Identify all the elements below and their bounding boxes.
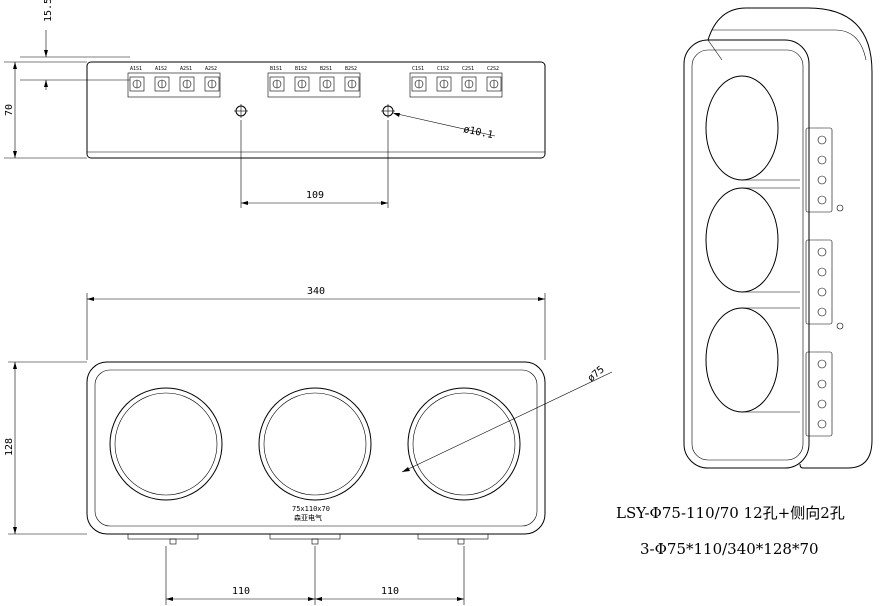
top-view: A1S1 A1S2 A2S1 A2S2 B1S1 B1S2 B2S1 B2S2 C1S1 C1S2… — [4, 0, 546, 208]
dim-overall-height: 128 — [4, 438, 15, 456]
window-right — [407, 387, 521, 501]
isometric-view — [683, 7, 873, 469]
nameplate-size: 75x110x70 — [292, 505, 330, 513]
front-view: 75x110x70 森亚电气 340 128 ø75 110 110 — [4, 286, 613, 605]
terminal-label: A1S1 — [130, 66, 142, 72]
terminal-label: C2S1 — [462, 66, 474, 72]
dim-overall-width: 340 — [307, 286, 325, 297]
window-left — [109, 387, 223, 501]
terminal-label: C1S1 — [412, 66, 424, 72]
terminal-screw — [179, 76, 195, 92]
dim-pitch-right: 110 — [381, 586, 399, 597]
terminal-screw — [411, 76, 427, 92]
caption-spec: 3-Φ75*110/340*128*70 — [640, 540, 819, 558]
terminal-block-c: C1S1 C1S2 C2S1 C2S2 — [409, 66, 503, 98]
terminal-block-b: B1S1 B1S2 B2S1 B2S2 — [267, 66, 361, 98]
terminal-label: C1S2 — [437, 66, 449, 72]
terminal-label: B2S1 — [320, 66, 332, 72]
terminal-screw — [269, 76, 285, 92]
caption-model: LSY-Φ75-110/70 12孔+侧向2孔 — [616, 504, 845, 522]
dim-hole-spacing: 109 — [306, 190, 324, 201]
dim-hole-diameter: ø10.1 — [462, 124, 494, 141]
iso-window-bottom — [705, 307, 779, 413]
terminal-screw — [129, 76, 145, 92]
terminal-screw — [486, 76, 502, 92]
dim-pitch-left: 110 — [232, 586, 250, 597]
terminal-screw — [436, 76, 452, 92]
terminal-screw — [344, 76, 360, 92]
terminal-screw — [461, 76, 477, 92]
terminal-label: B1S2 — [295, 66, 307, 72]
terminal-label: B2S2 — [345, 66, 357, 72]
terminal-block-a: A1S1 A1S2 A2S1 A2S2 — [127, 66, 221, 98]
dim-body-height: 70 — [4, 104, 15, 116]
terminal-screw — [294, 76, 310, 92]
terminal-label: A1S2 — [155, 66, 167, 72]
iso-window-middle — [705, 187, 779, 293]
terminal-screw — [154, 76, 170, 92]
terminal-label: A2S1 — [180, 66, 192, 72]
terminal-label: A2S2 — [205, 66, 217, 72]
bottom-terminals — [127, 533, 489, 545]
top-view-body — [86, 61, 546, 159]
terminal-screw — [204, 76, 220, 92]
iso-terminals — [805, 127, 844, 437]
iso-front-face — [683, 39, 810, 469]
dim-top-height: 15.5 — [43, 0, 54, 22]
dim-window-diameter: ø75 — [586, 364, 607, 384]
window-middle — [258, 387, 372, 501]
terminal-label: B1S1 — [270, 66, 282, 72]
terminal-blocks: A1S1 A1S2 A2S1 A2S2 B1S1 B1S2 B2S1 B2S2 C1S1 C1S2… — [127, 66, 503, 98]
terminal-screw — [319, 76, 335, 92]
nameplate-maker: 森亚电气 — [294, 513, 322, 522]
iso-window-top — [705, 75, 779, 181]
terminal-label: C2S2 — [487, 66, 499, 72]
